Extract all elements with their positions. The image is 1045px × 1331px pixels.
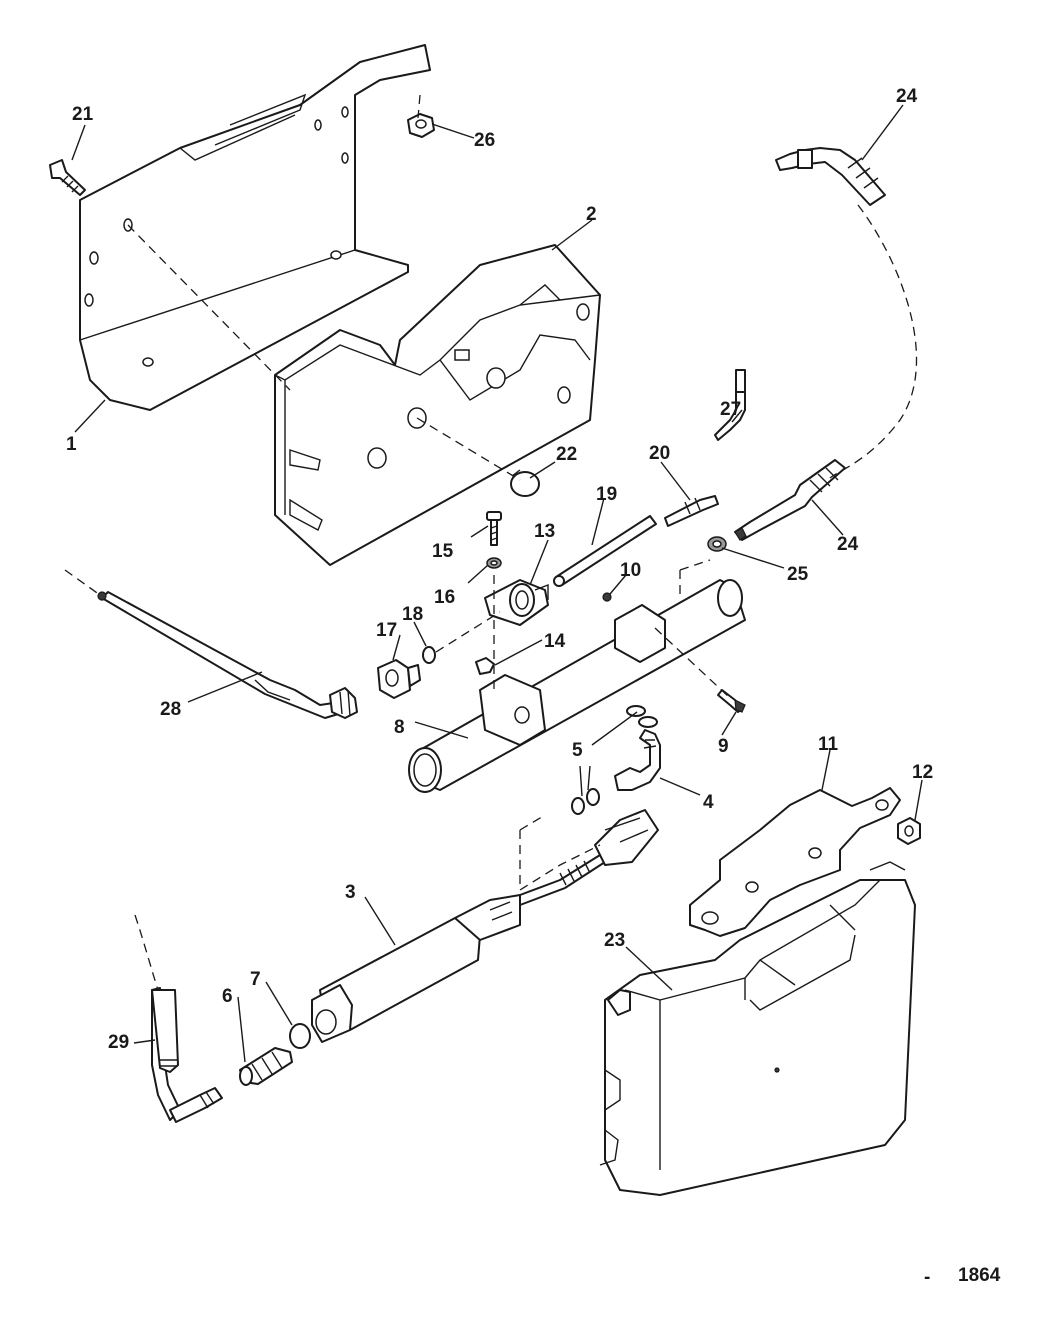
- nut-part-14: [475, 657, 495, 675]
- callout-22: 22: [556, 444, 577, 465]
- callout-7: 7: [250, 969, 261, 990]
- pump-part-3: [311, 809, 659, 1043]
- callout-11: 11: [818, 734, 839, 755]
- strap-part-11: [689, 787, 901, 937]
- hose-part-27: [714, 369, 746, 441]
- cylinder-part-8: [408, 579, 746, 793]
- bracket-part-1: [79, 44, 431, 411]
- fitting-part-17: [377, 659, 421, 699]
- callout-24-upper: 24: [896, 86, 918, 107]
- screw-part-15: [486, 511, 502, 546]
- pin-part-20: [664, 495, 719, 527]
- callout-28: 28: [160, 699, 181, 720]
- callout-19: 19: [596, 484, 617, 505]
- washer-part-16: [486, 557, 502, 569]
- callout-20: 20: [649, 443, 670, 464]
- callout-4: 4: [703, 792, 714, 813]
- washer-part-25: [707, 536, 727, 552]
- callout-1: 1: [66, 434, 77, 455]
- callout-23: 23: [604, 930, 625, 951]
- callout-25: 25: [787, 564, 809, 585]
- hose-fitting-part-24-upper: [775, 147, 886, 206]
- callout-labels: 1 2 3 4 5 6 7 8 9 10 11 12 13 14 15 16 1…: [66, 86, 933, 1053]
- hose-part-28: [97, 591, 358, 719]
- callout-12: 12: [912, 762, 933, 783]
- callout-8: 8: [394, 717, 405, 738]
- callout-6: 6: [222, 986, 233, 1007]
- callout-5: 5: [572, 740, 583, 761]
- assembly-dashed-lines: [64, 94, 918, 991]
- callout-29: 29: [108, 1032, 129, 1053]
- callout-24-lower: 24: [837, 534, 859, 555]
- screw-part-10: [602, 592, 612, 602]
- leader-lines: [71, 104, 923, 1063]
- o-ring-part-18: [422, 646, 436, 664]
- callout-17: 17: [376, 620, 397, 641]
- callout-3: 3: [345, 882, 356, 903]
- callout-13: 13: [534, 521, 555, 542]
- callout-21: 21: [72, 104, 94, 125]
- callout-27: 27: [720, 399, 741, 420]
- hose-part-29: [151, 987, 223, 1123]
- fitting-part-6: [239, 1047, 293, 1086]
- callout-10: 10: [620, 560, 641, 581]
- o-rings-part-5: [571, 705, 658, 815]
- callout-16: 16: [434, 587, 455, 608]
- housing-part-2: [274, 244, 601, 566]
- callout-18: 18: [402, 604, 423, 625]
- callout-15: 15: [432, 541, 454, 562]
- figure-number: 1864: [958, 1265, 1001, 1286]
- nut-part-26: [407, 113, 435, 138]
- callout-26: 26: [474, 130, 495, 151]
- fitting-block-part-13: [484, 579, 549, 626]
- plug-part-22: [510, 469, 540, 497]
- figure-number-block: - 1864: [924, 1265, 1001, 1288]
- ball-part-7: [289, 1023, 311, 1049]
- callout-2: 2: [586, 204, 597, 225]
- figure-dash: -: [924, 1267, 930, 1288]
- nut-part-12: [897, 817, 921, 845]
- screw-part-21: [49, 159, 86, 196]
- callout-9: 9: [718, 736, 729, 757]
- hose-fitting-part-24-lower: [734, 459, 846, 541]
- reservoir-part-23: [599, 861, 916, 1196]
- callout-14: 14: [544, 631, 566, 652]
- bleed-screw-part-9: [717, 689, 746, 713]
- rod-part-19: [553, 515, 657, 587]
- elbow-fitting-part-4: [614, 729, 661, 791]
